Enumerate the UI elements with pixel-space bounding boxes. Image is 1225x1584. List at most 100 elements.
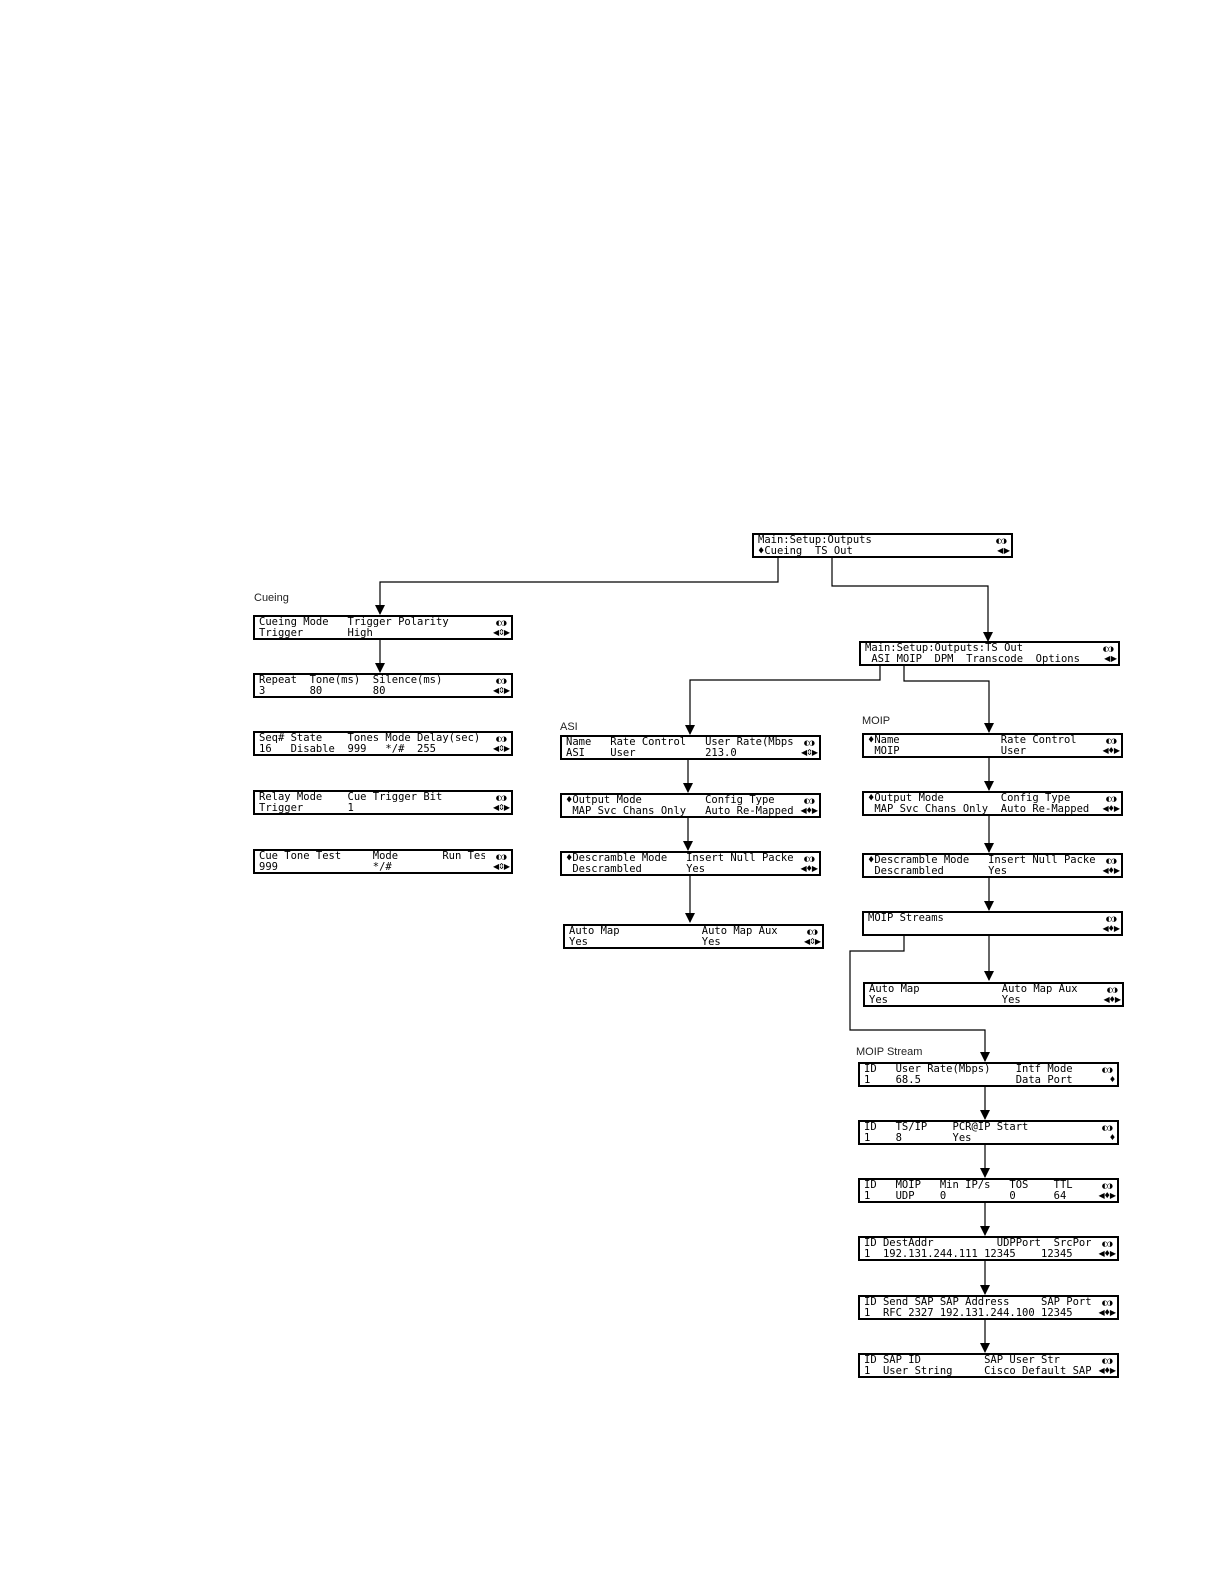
screen-line-1: ♦Descramble Mode Insert Null Packet	[868, 855, 1095, 866]
nav-arrows-icon: ◀⇕▶	[803, 937, 821, 946]
section-label-moip: MOIP	[862, 715, 891, 727]
knob-icon: ◐◑	[1101, 1240, 1113, 1248]
knob-icon: ◐◑	[1102, 645, 1114, 653]
screen-line-1: ID SAP ID SAP User Str	[864, 1355, 1060, 1366]
screen-line-1: Relay Mode Cue Trigger Bit	[259, 792, 443, 803]
lcd-screen-cueing-tone-test: Cue Tone Test Mode Run Test 999 */# ◐◑ ◀…	[253, 849, 513, 874]
screen-line-1: Cue Tone Test Mode Run Test	[259, 851, 485, 862]
screen-line-1: Cueing Mode Trigger Polarity	[259, 617, 449, 628]
screen-line-2: 1 192.131.244.111 12345 12345	[864, 1249, 1073, 1260]
screen-line-2: MOIP User	[868, 746, 1027, 757]
screen-line-1: Auto Map Auto Map Aux	[569, 926, 778, 937]
screen-line-2: MAP Svc Chans Only Auto Re-Mapped	[868, 804, 1090, 815]
nav-arrows-icon: ◀♦▶	[1103, 995, 1122, 1004]
nav-arrows-icon: ◀ ▶	[1104, 654, 1117, 663]
screen-line-2: 999 */#	[259, 862, 392, 873]
lcd-screen-cueing-relay: Relay Mode Cue Trigger Bit Trigger 1 ◐◑ …	[253, 790, 513, 815]
knob-icon: ◐◑	[495, 619, 507, 627]
knob-icon: ◐◑	[1105, 857, 1117, 865]
section-label-cueing: Cueing	[254, 592, 289, 604]
section-label-asi: ASI	[560, 721, 578, 733]
nav-arrows-icon: ◀♦▶	[1098, 1308, 1117, 1317]
arrow-tsout-to-moip	[903, 666, 994, 733]
knob-icon: ◐◑	[1101, 1066, 1113, 1074]
screen-line-2: 1 68.5 Data Port	[864, 1075, 1073, 1086]
knob-icon: ◐◑	[806, 928, 818, 936]
knob-icon: ◐◑	[995, 537, 1007, 545]
nav-arrows-icon: ◀⇕▶	[492, 803, 510, 812]
nav-arrows-icon: ◀♦▶	[1098, 1366, 1117, 1375]
nav-arrows-icon: ♦	[1108, 1075, 1116, 1084]
nav-arrows-icon: ◀♦▶	[1098, 1249, 1117, 1258]
lcd-screen-cueing-repeat: Repeat Tone(ms) Silence(ms) 3 80 80 ◐◑ ◀…	[253, 673, 513, 698]
knob-icon: ◐◑	[1101, 1299, 1113, 1307]
knob-icon: ◐◑	[495, 677, 507, 685]
lcd-screen-stream-dest-addr: ID DestAddr UDPPort SrcPort 1 192.131.24…	[858, 1236, 1119, 1261]
knob-icon: ◐◑	[803, 855, 815, 863]
screen-line-2: Trigger 1	[259, 803, 354, 814]
screen-line-2: 1 User String Cisco Default SAP	[864, 1366, 1091, 1377]
screen-line-2: Yes Yes	[569, 937, 721, 948]
screen-line-2: 1 8 Yes	[864, 1133, 972, 1144]
screen-line-2: Yes Yes	[869, 995, 1021, 1006]
lcd-screen-stream-user-rate: ID User Rate(Mbps) Intf Mode 1 68.5 Data…	[858, 1062, 1119, 1087]
nav-arrows-icon: ◀⇕▶	[492, 686, 510, 695]
screen-line-2: ASI MOIP DPM Transcode Options	[865, 654, 1080, 665]
arrow-root-to-tsout	[831, 558, 993, 642]
lcd-screen-moip-name: ♦Name Rate Control MOIP User ◐◑ ◀♦▶	[862, 733, 1123, 758]
lcd-screen-moip-descramble: ♦Descramble Mode Insert Null Packet Desc…	[862, 853, 1123, 878]
screen-line-1: ID User Rate(Mbps) Intf Mode	[864, 1064, 1073, 1075]
screen-line-2: Descrambled Yes	[566, 864, 706, 875]
lcd-screen-moip-auto-map: Auto Map Auto Map Aux Yes Yes ◐◑ ◀♦▶	[863, 982, 1124, 1007]
nav-arrows-icon: ◀♦▶	[800, 806, 819, 815]
screen-line-1: ♦Descramble Mode Insert Null Packet	[566, 853, 793, 864]
knob-icon: ◐◑	[495, 735, 507, 743]
screen-line-2: ♦Cueing TS Out	[758, 546, 853, 557]
section-label-moip-stream: MOIP Stream	[856, 1046, 923, 1058]
screen-line-2: ASI User 213.0	[566, 748, 737, 759]
screen-line-2: Descrambled Yes	[868, 866, 1008, 877]
screen-line-2: 1 UDP 0 0 64	[864, 1191, 1067, 1202]
nav-arrows-icon: ◀♦▶	[1102, 924, 1121, 933]
lcd-screen-stream-ts-ip: ID TS/IP PCR@IP Start 1 8 Yes ◐◑ ♦	[858, 1120, 1119, 1145]
knob-icon: ◐◑	[495, 853, 507, 861]
nav-arrows-icon: ◀♦▶	[1098, 1191, 1117, 1200]
nav-arrows-icon: ◀ ▶	[997, 546, 1010, 555]
nav-arrows-icon: ◀⇕▶	[800, 748, 818, 757]
screen-line-1: Repeat Tone(ms) Silence(ms)	[259, 675, 443, 686]
screen-line-1: ID Send SAP SAP Address SAP Port	[864, 1297, 1091, 1308]
screen-line-1: ID DestAddr UDPPort SrcPort	[864, 1238, 1091, 1249]
lcd-screen-asi-auto-map: Auto Map Auto Map Aux Yes Yes ◐◑ ◀⇕▶	[563, 924, 824, 949]
nav-arrows-icon: ◀♦▶	[800, 864, 819, 873]
screen-line-1: MOIP Streams	[868, 913, 944, 924]
screen-line-1: ♦Output Mode Config Type	[868, 793, 1071, 804]
screen-line-2: MAP Svc Chans Only Auto Re-Mapped	[566, 806, 793, 817]
screen-line-2: 16 Disable 999 */# 255	[259, 744, 437, 755]
knob-icon: ◐◑	[1101, 1357, 1113, 1365]
screen-line-2: Trigger High	[259, 628, 373, 639]
nav-arrows-icon: ◀♦▶	[1102, 746, 1121, 755]
lcd-screen-asi-name: Name Rate Control User Rate(Mbps) ASI Us…	[560, 735, 821, 760]
screen-line-1: Main:Setup:Outputs	[758, 535, 872, 546]
knob-icon: ◐◑	[803, 797, 815, 805]
arrow-moip-streams-to-stream	[849, 936, 990, 1062]
nav-arrows-icon: ◀⇕▶	[492, 744, 510, 753]
screen-line-1: ID MOIP Min IP/s TOS TTL	[864, 1180, 1073, 1191]
knob-icon: ◐◑	[495, 794, 507, 802]
lcd-screen-moip-streams: MOIP Streams ◐◑ ◀♦▶	[862, 911, 1123, 936]
screen-line-1: ♦Output Mode Config Type	[566, 795, 775, 806]
nav-arrows-icon: ◀⇕▶	[492, 862, 510, 871]
knob-icon: ◐◑	[1106, 986, 1118, 994]
screen-line-1: ♦Name Rate Control	[868, 735, 1077, 746]
screen-line-1: Name Rate Control User Rate(Mbps)	[566, 737, 793, 748]
knob-icon: ◐◑	[1105, 915, 1117, 923]
lcd-screen-main-setup-outputs: Main:Setup:Outputs ♦Cueing TS Out ◐◑ ◀ ▶	[752, 533, 1013, 558]
screen-line-1: Main:Setup:Outputs:TS Out	[865, 643, 1024, 654]
knob-icon: ◐◑	[1105, 795, 1117, 803]
screen-line-2: 1 RFC 2327 192.131.244.100 12345	[864, 1308, 1073, 1319]
lcd-screen-cueing-mode: Cueing Mode Trigger Polarity Trigger Hig…	[253, 615, 513, 640]
lcd-screen-asi-output-mode: ♦Output Mode Config Type MAP Svc Chans O…	[560, 793, 821, 818]
lcd-screen-stream-send-sap: ID Send SAP SAP Address SAP Port 1 RFC 2…	[858, 1295, 1119, 1320]
